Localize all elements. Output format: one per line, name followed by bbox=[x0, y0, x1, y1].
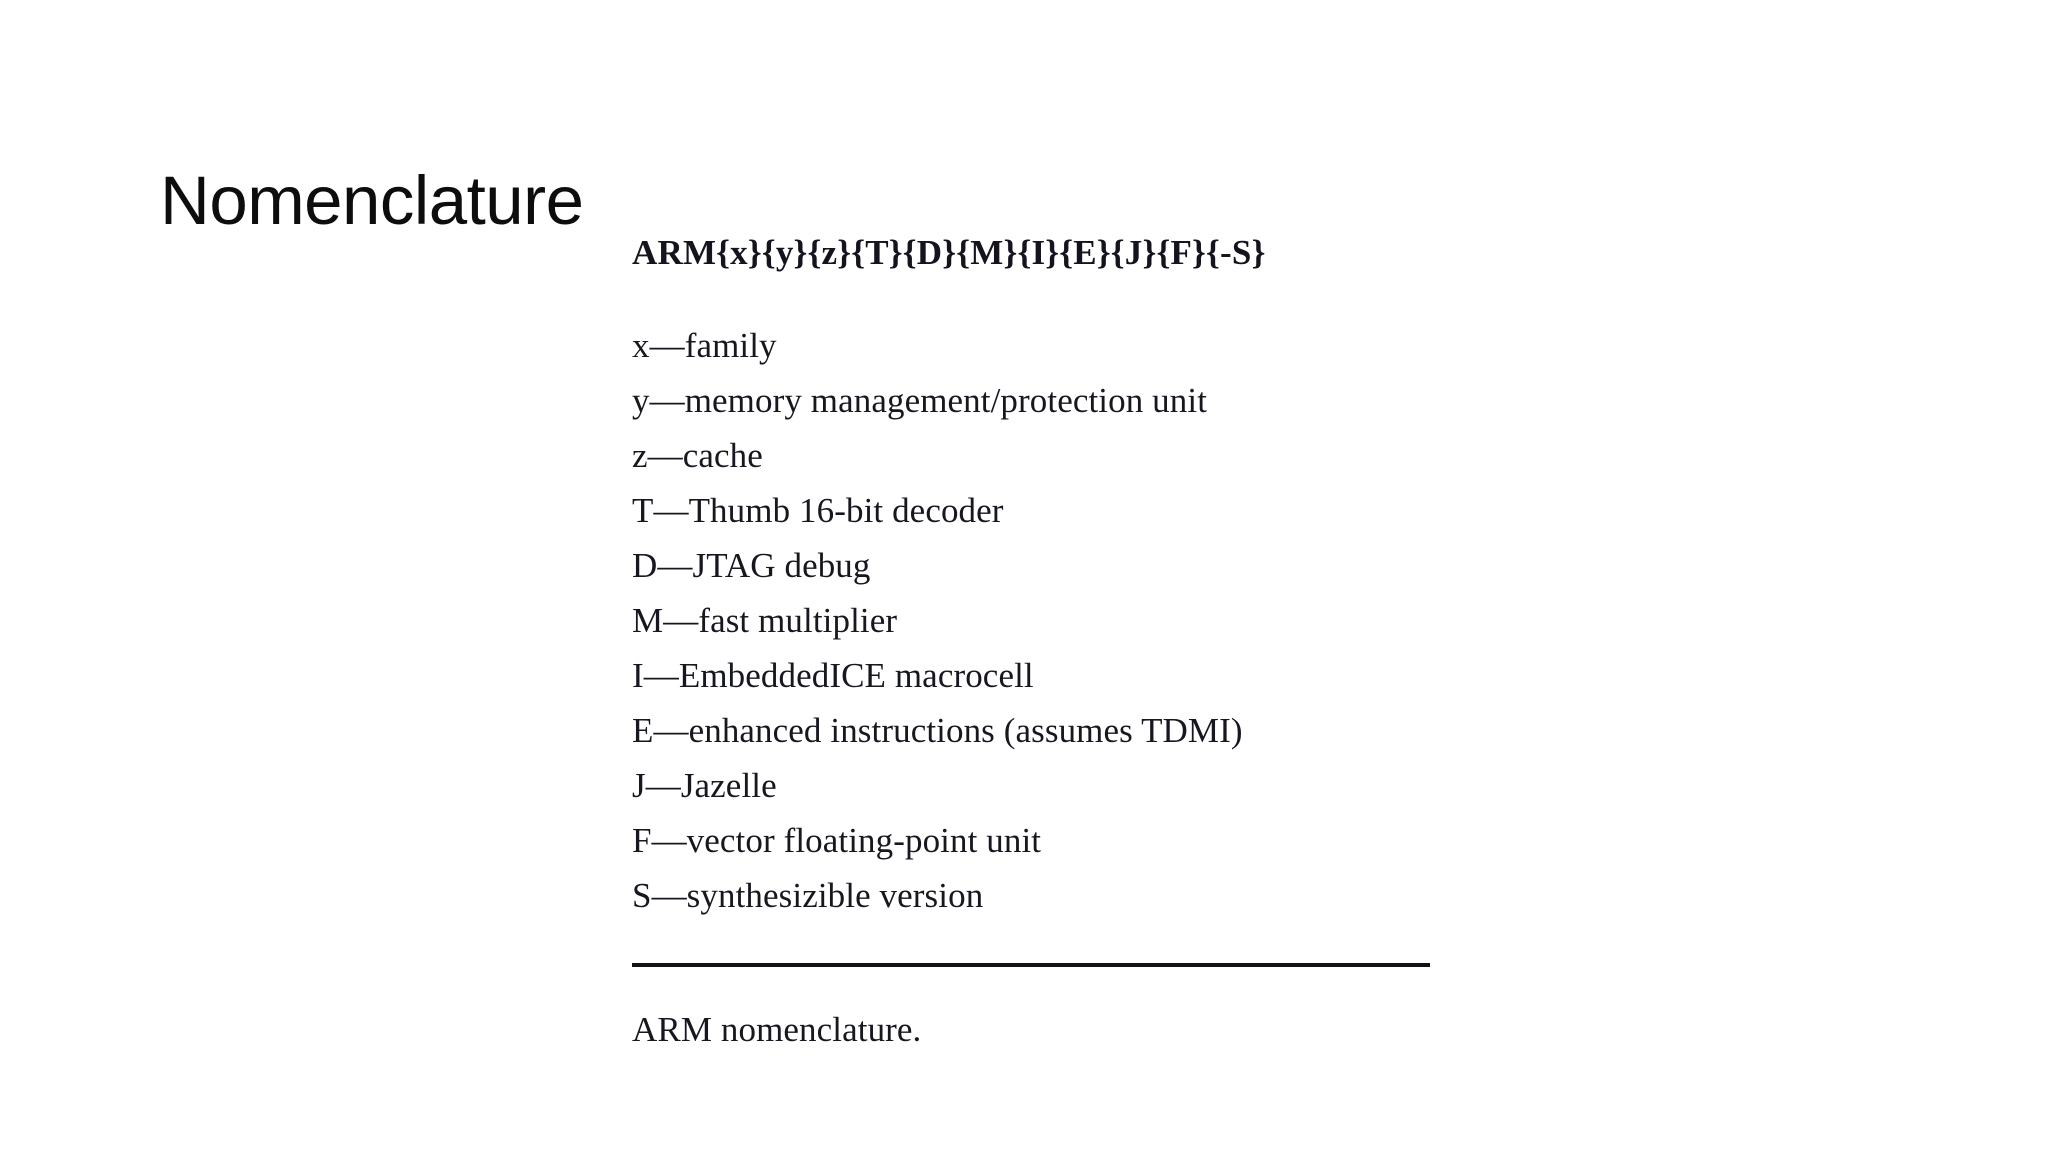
list-item: x—family bbox=[632, 326, 777, 366]
list-item: T—Thumb 16-bit decoder bbox=[632, 491, 1004, 531]
list-item: S—synthesizible version bbox=[632, 876, 984, 916]
nomenclature-pattern: ARM{x}{y}{z}{T}{D}{M}{I}{E}{J}{F}{-S} bbox=[632, 233, 1266, 272]
figure-divider-rule bbox=[632, 963, 1430, 968]
nomenclature-legend-list: x—family y—memory management/protection … bbox=[632, 318, 1532, 923]
list-item: E—enhanced instructions (assumes TDMI) bbox=[632, 711, 1243, 751]
arm-nomenclature-figure: ARM{x}{y}{z}{T}{D}{M}{I}{E}{J}{F}{-S} x—… bbox=[632, 232, 1532, 1050]
figure-caption: ARM nomenclature. bbox=[632, 1010, 922, 1050]
list-item: D—JTAG debug bbox=[632, 546, 871, 586]
list-item: F—vector floating-point unit bbox=[632, 821, 1042, 861]
list-item: M—fast multiplier bbox=[632, 601, 898, 641]
list-item: J—Jazelle bbox=[632, 766, 777, 806]
list-item: z—cache bbox=[632, 436, 763, 476]
page-title: Nomenclature bbox=[160, 162, 584, 240]
list-item: y—memory management/protection unit bbox=[632, 381, 1208, 421]
list-item: I—EmbeddedICE macrocell bbox=[632, 656, 1034, 696]
